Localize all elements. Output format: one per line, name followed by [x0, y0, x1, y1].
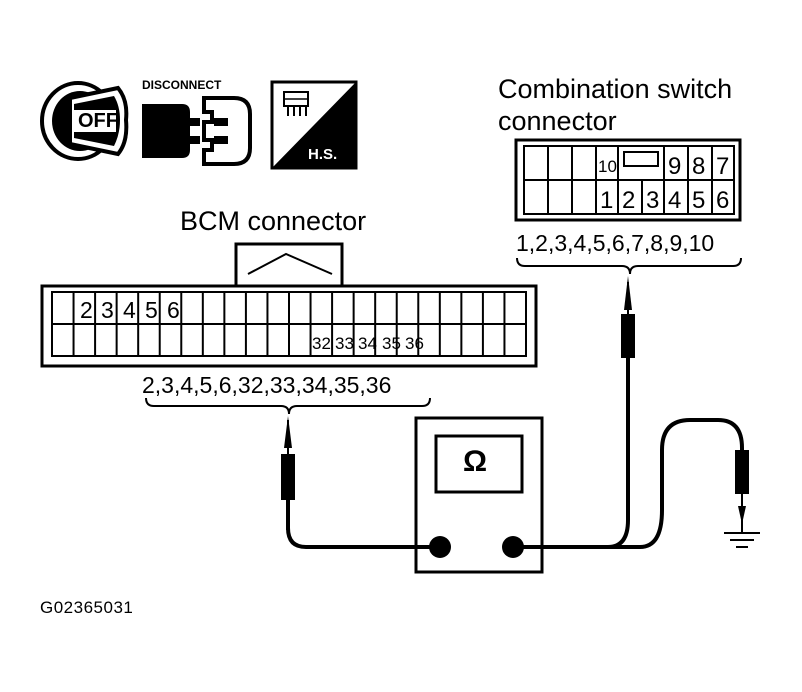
bcm-top-pin: 2 — [80, 297, 93, 323]
bcm-bottom-pin: 35 — [382, 334, 401, 353]
combination-top-pin: 8 — [692, 153, 705, 180]
probe-right-icon — [621, 276, 635, 520]
figure-code: G02365031 — [40, 598, 134, 617]
disconnect-label: DISCONNECT — [142, 78, 222, 92]
ignition-off-label: OFF — [78, 110, 118, 132]
combination-bottom-pin: 1 — [600, 187, 613, 214]
harness-side-label: H.S. — [308, 146, 338, 163]
combination-bottom-pin: 4 — [668, 187, 681, 214]
ignition-key-off-icon: OFF — [40, 80, 130, 162]
combination-bottom-pin: 6 — [716, 187, 729, 214]
combination-bottom-pin: 5 — [692, 187, 705, 214]
combination-switch-connector: 10 9 8 7 1 2 3 4 5 6 — [514, 138, 742, 222]
bcm-top-pin: 3 — [101, 297, 114, 323]
harness-side-icon: H.S. — [270, 80, 358, 170]
combination-switch-title: Combination switch — [498, 74, 733, 104]
combination-switch-title-line2: connector — [498, 106, 617, 136]
bcm-top-pin: 5 — [145, 297, 158, 323]
combination-bottom-pin: 2 — [622, 187, 635, 214]
bcm-bottom-pin: 36 — [405, 334, 424, 353]
combination-bottom-pin: 3 — [646, 187, 659, 214]
bcm-bottom-pin: 34 — [358, 334, 377, 353]
ohmmeter-icon — [414, 416, 544, 574]
bcm-connector-title: BCM connector — [180, 206, 367, 236]
connector-disconnect-icon: DISCONNECT — [138, 76, 260, 172]
bcm-bottom-pin: 32 — [312, 334, 331, 353]
combination-switch-pin-list: 1,2,3,4,5,6,7,8,9,10 — [516, 230, 715, 256]
bcm-pin-brace — [145, 397, 431, 415]
combination-pin-brace — [516, 257, 742, 275]
combination-top-pin: 9 — [668, 153, 681, 180]
bcm-pin-list: 2,3,4,5,6,32,33,34,35,36 — [142, 372, 392, 398]
lead-ground — [600, 418, 744, 549]
ohm-symbol: Ω — [463, 445, 488, 478]
combination-top-pin: 10 — [598, 157, 617, 176]
ground-symbol-icon — [724, 520, 760, 548]
bcm-top-pin: 4 — [123, 297, 136, 323]
bcm-top-pin: 6 — [167, 297, 180, 323]
ground-probe-icon — [735, 450, 749, 524]
lead-left — [286, 527, 440, 549]
bcm-bottom-pin: 33 — [335, 334, 354, 353]
probe-left-icon — [281, 416, 295, 530]
combination-top-pin: 7 — [716, 153, 729, 180]
bcm-connector: 2 3 4 5 6 32 33 34 35 36 — [40, 242, 538, 368]
